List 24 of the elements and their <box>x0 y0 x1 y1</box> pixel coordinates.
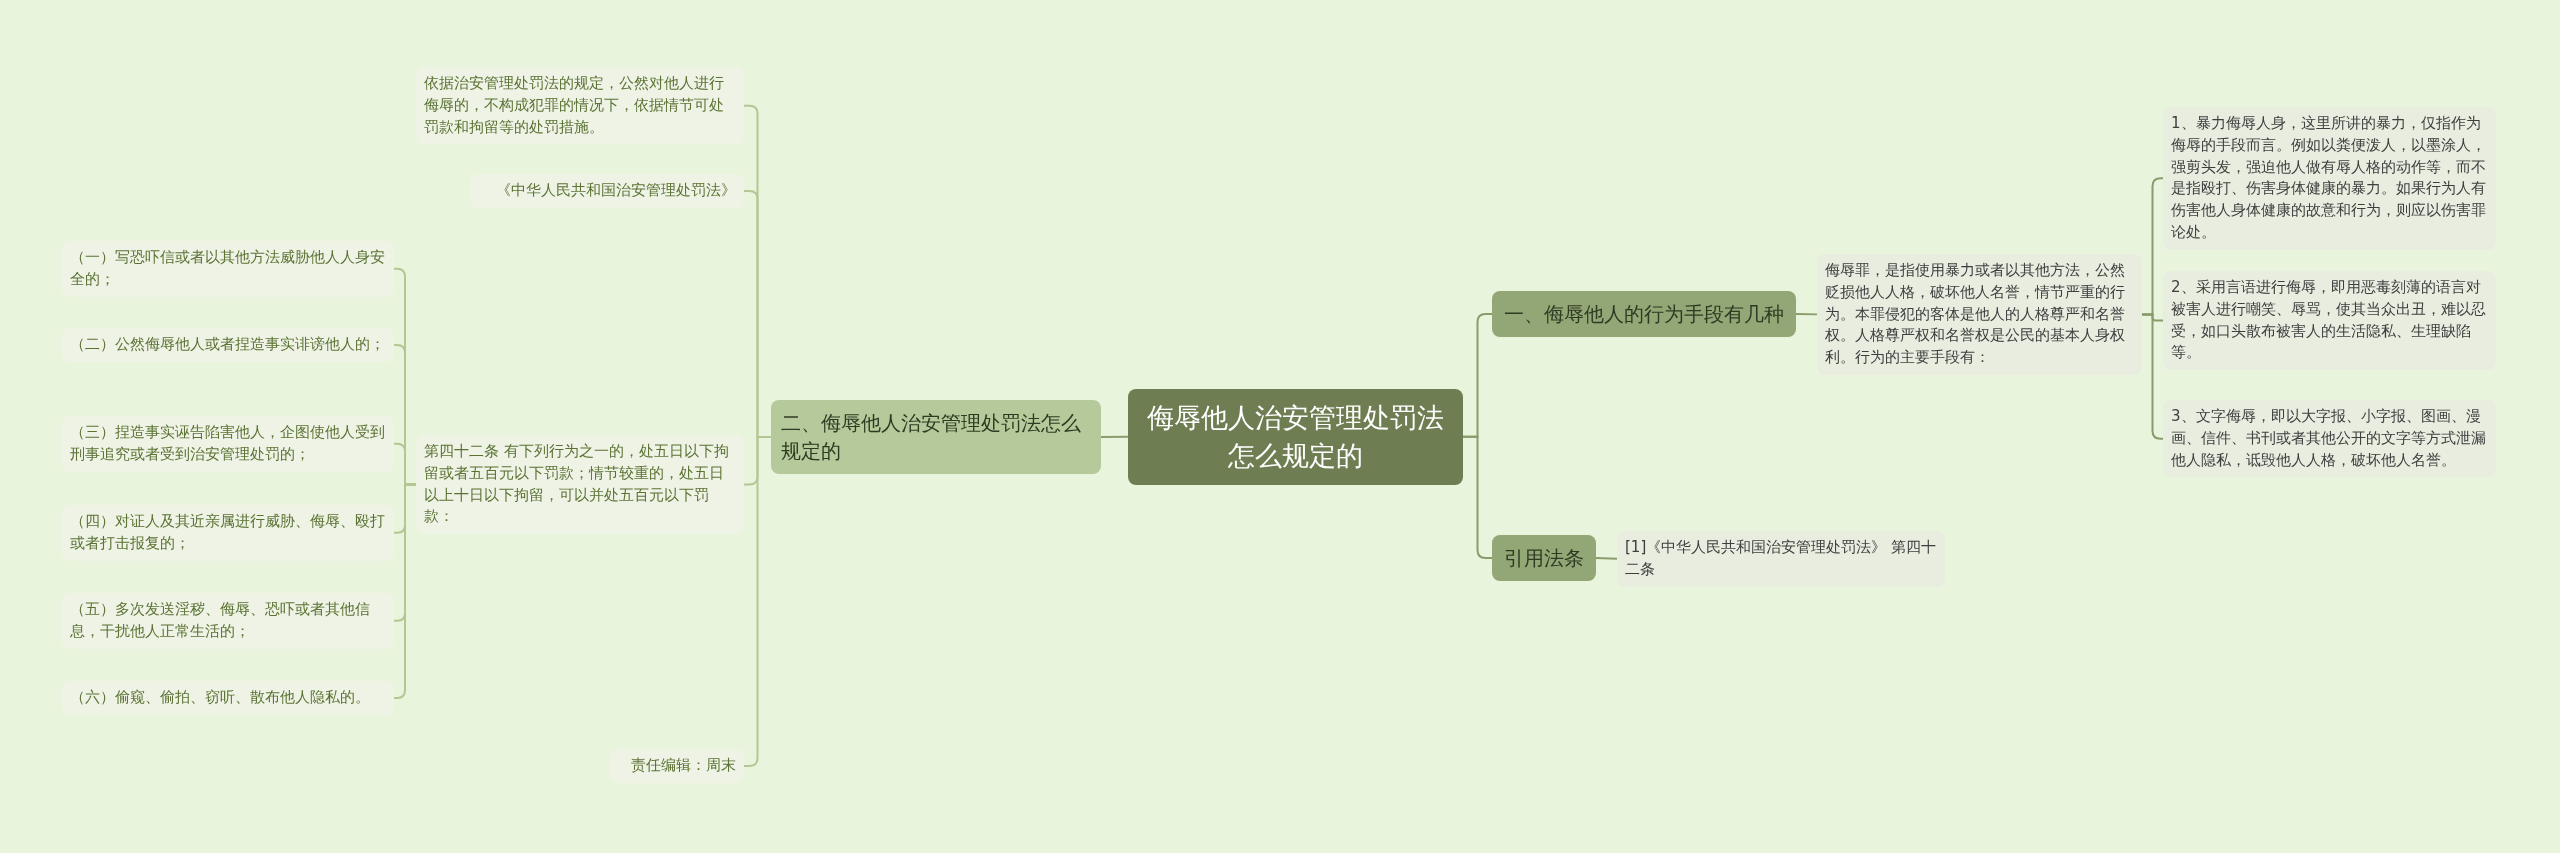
connector-line <box>1595 557 1618 560</box>
branch-topic: 一、侮辱他人的行为手段有几种 <box>1492 291 1796 337</box>
connector-line <box>2141 313 2164 440</box>
text-card: 责任编辑：周末 <box>610 749 744 783</box>
text-card: （六）偷窥、偷拍、窃听、散布他人隐私的。 <box>62 681 394 715</box>
text-card: 侮辱罪，是指使用暴力或者以其他方法，公然贬损他人人格，破坏他人名誉，情节严重的行为。本罪侵犯的客体是他人的人格尊严和名誉权。人格尊严权和名誉权是公民的基本人身权利。行为的主要手段有： <box>1817 254 2142 375</box>
text-card: 第四十二条 有下列行为之一的，处五日以下拘留或者五百元以下罚款；情节较重的，处五日以上十日以下拘留，可以并处五百元以下罚款： <box>416 435 744 534</box>
text-card: （二）公然侮辱他人或者捏造事实诽谤他人的； <box>62 328 394 362</box>
text-card: 3、文字侮辱，即以大字报、小字报、图画、漫画、信件、书刊或者其他公开的文字等方式泄漏他人隐私，诋毁他人人格，破坏他人名誉。 <box>2163 400 2496 478</box>
text-card: （一）写恐吓信或者以其他方法威胁他人人身安全的； <box>62 241 394 297</box>
central-topic: 侮辱他人治安管理处罚法怎么规定的 <box>1128 389 1463 485</box>
text-card: （三）捏造事实诬告陷害他人，企图使他人受到刑事追究或者受到治安管理处罚的； <box>62 416 394 472</box>
connector-line <box>1100 435 1129 438</box>
branch-topic: 二、侮辱他人治安管理处罚法怎么规定的 <box>771 400 1101 474</box>
text-card: 依据治安管理处罚法的规定，公然对他人进行侮辱的，不构成犯罪的情况下，依据情节可处罚款和拘留等的处罚措施。 <box>416 67 744 145</box>
connector-line <box>1795 313 1818 316</box>
text-card: [1]《中华人民共和国治安管理处罚法》 第四十二条 <box>1617 531 1945 587</box>
text-card: 1、暴力侮辱人身，这里所讲的暴力，仅指作为侮辱的手段而言。例如以粪便泼人，以墨涂人，强剪头发，强迫他人做有辱人格的动作等，而不是指殴打、伤害身体健康的暴力。如果行为人有伤害他人身体健康的故意和行为，则应以伤害罪论处。 <box>2163 107 2496 250</box>
text-card: （四）对证人及其近亲属进行威胁、侮辱、殴打或者打击报复的； <box>62 505 394 561</box>
branch-topic: 引用法条 <box>1492 535 1596 581</box>
text-card: （五）多次发送淫秽、侮辱、恐吓或者其他信息，干扰他人正常生活的； <box>62 593 394 649</box>
connector-line <box>743 436 772 767</box>
text-card: 《中华人民共和国治安管理处罚法》 <box>470 174 744 208</box>
text-card: 2、采用言语进行侮辱，即用恶毒刻薄的语言对被害人进行嘲笑、辱骂，使其当众出丑，难以忍受，如口头散布被害人的生活隐私、生理缺陷等。 <box>2163 271 2496 370</box>
